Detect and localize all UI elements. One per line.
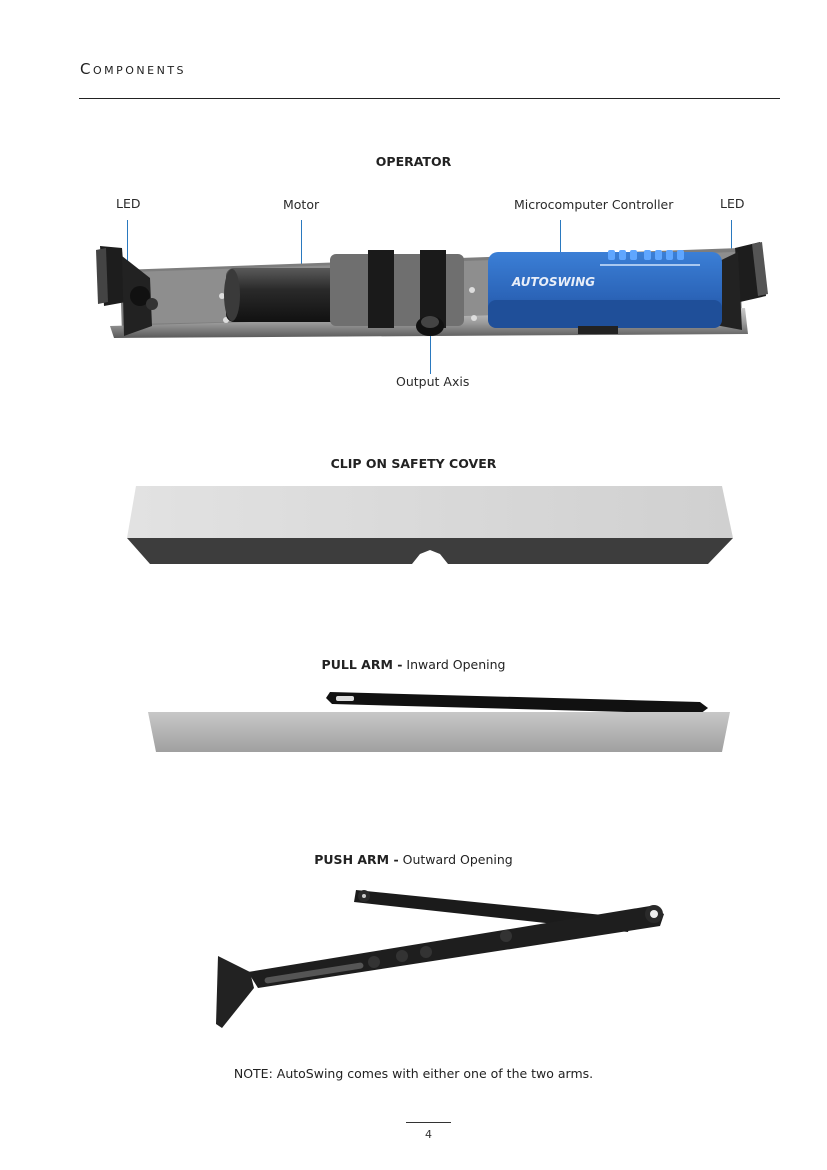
note-text: NOTE: AutoSwing comes with either one of… [233, 1066, 594, 1081]
push-arm-title: PUSH ARM - [314, 852, 399, 867]
operator-caption: OPERATOR [0, 154, 827, 169]
cover-title: CLIP ON SAFETY COVER [330, 456, 497, 471]
leader-led-left [127, 220, 128, 268]
label-led-left: LED [116, 196, 141, 211]
push-arm-illustration [216, 890, 664, 1028]
autoswing-logo: AUTOSWING [511, 275, 595, 289]
leader-controller [560, 220, 561, 270]
push-arm-subtitle: Outward Opening [402, 852, 513, 867]
operator-title: OPERATOR [375, 154, 452, 169]
pull-arm-caption: PULL ARM - Inward Opening [0, 657, 827, 672]
operator-illustration: AUTOSWING [96, 242, 768, 338]
page-title: Components [80, 60, 187, 78]
header-divider [79, 98, 780, 99]
page-number-rule [406, 1122, 451, 1123]
pull-arm-subtitle: Inward Opening [406, 657, 506, 672]
leader-motor [301, 220, 302, 284]
label-led-right: LED [720, 196, 745, 211]
pull-arm-illustration [148, 692, 730, 752]
label-output-axis: Output Axis [396, 374, 470, 389]
leader-output-axis [430, 334, 431, 374]
cover-caption: CLIP ON SAFETY COVER [0, 456, 827, 471]
page-number: 4 [425, 1128, 432, 1141]
pull-arm-title: PULL ARM - [321, 657, 403, 672]
safety-cover-illustration [127, 486, 733, 564]
leader-led-right [731, 220, 732, 272]
label-motor: Motor [283, 197, 320, 212]
label-controller: Microcomputer Controller [514, 197, 674, 212]
push-arm-caption: PUSH ARM - Outward Opening [0, 852, 827, 867]
